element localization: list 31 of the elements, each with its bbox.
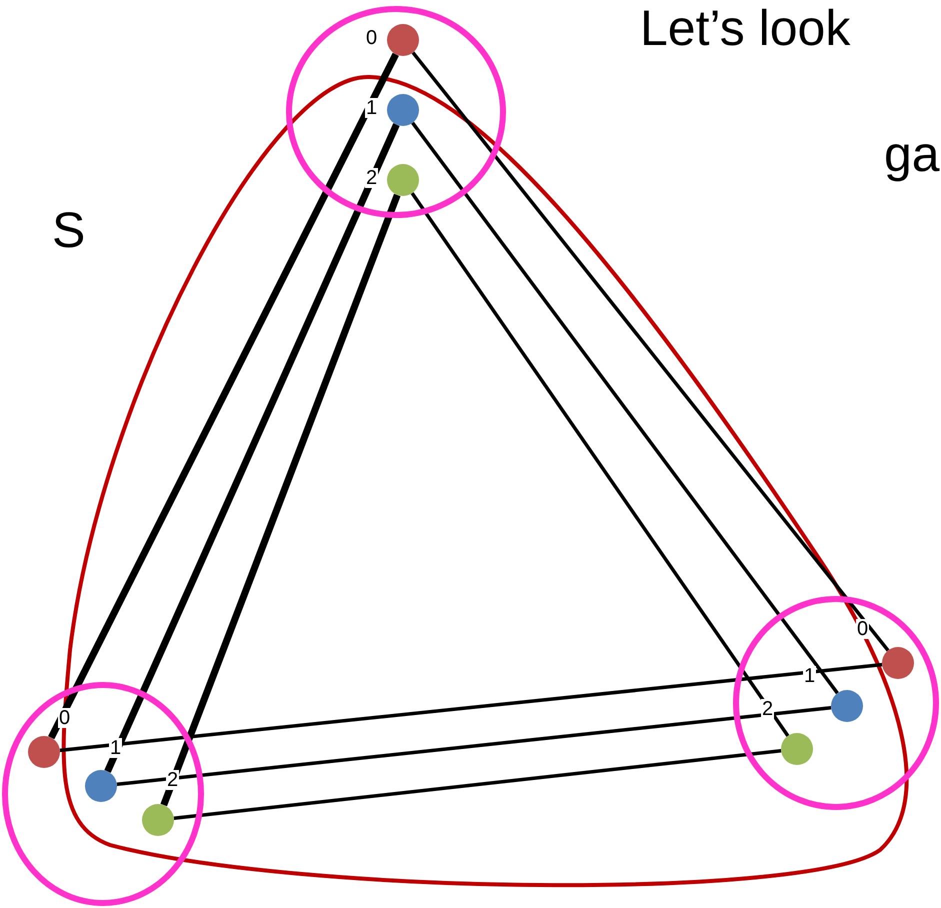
- index-label: 2: [166, 770, 180, 790]
- connector-line: [412, 51, 890, 652]
- connector-line: [411, 122, 839, 694]
- connector-line: [60, 662, 882, 752]
- index-label: 1: [109, 738, 122, 758]
- slide-text: ga: [884, 126, 940, 182]
- group-circle: [2, 682, 204, 906]
- connector-line: [174, 749, 782, 820]
- connector-line: [410, 192, 790, 737]
- group-circle: [286, 6, 506, 218]
- connector-line: [48, 52, 399, 740]
- dot: [831, 690, 863, 722]
- dot: [882, 647, 914, 679]
- dot: [85, 770, 117, 802]
- dot: [387, 164, 419, 196]
- connector-line: [116, 706, 832, 786]
- index-label: 0: [58, 708, 72, 728]
- dot: [387, 24, 419, 56]
- connector-line: [104, 123, 400, 773]
- index-label: 1: [365, 98, 378, 118]
- dot: [387, 94, 419, 126]
- connector-line: [160, 194, 401, 806]
- dot: [28, 736, 60, 768]
- index-label: 0: [856, 619, 870, 639]
- dot: [781, 733, 813, 765]
- index-label: 2: [761, 699, 774, 719]
- dot: [142, 804, 174, 836]
- group-circle: [733, 596, 939, 810]
- slide-text: Let’s look: [640, 0, 850, 56]
- slide-text: S: [52, 202, 86, 258]
- index-label: 2: [365, 168, 378, 188]
